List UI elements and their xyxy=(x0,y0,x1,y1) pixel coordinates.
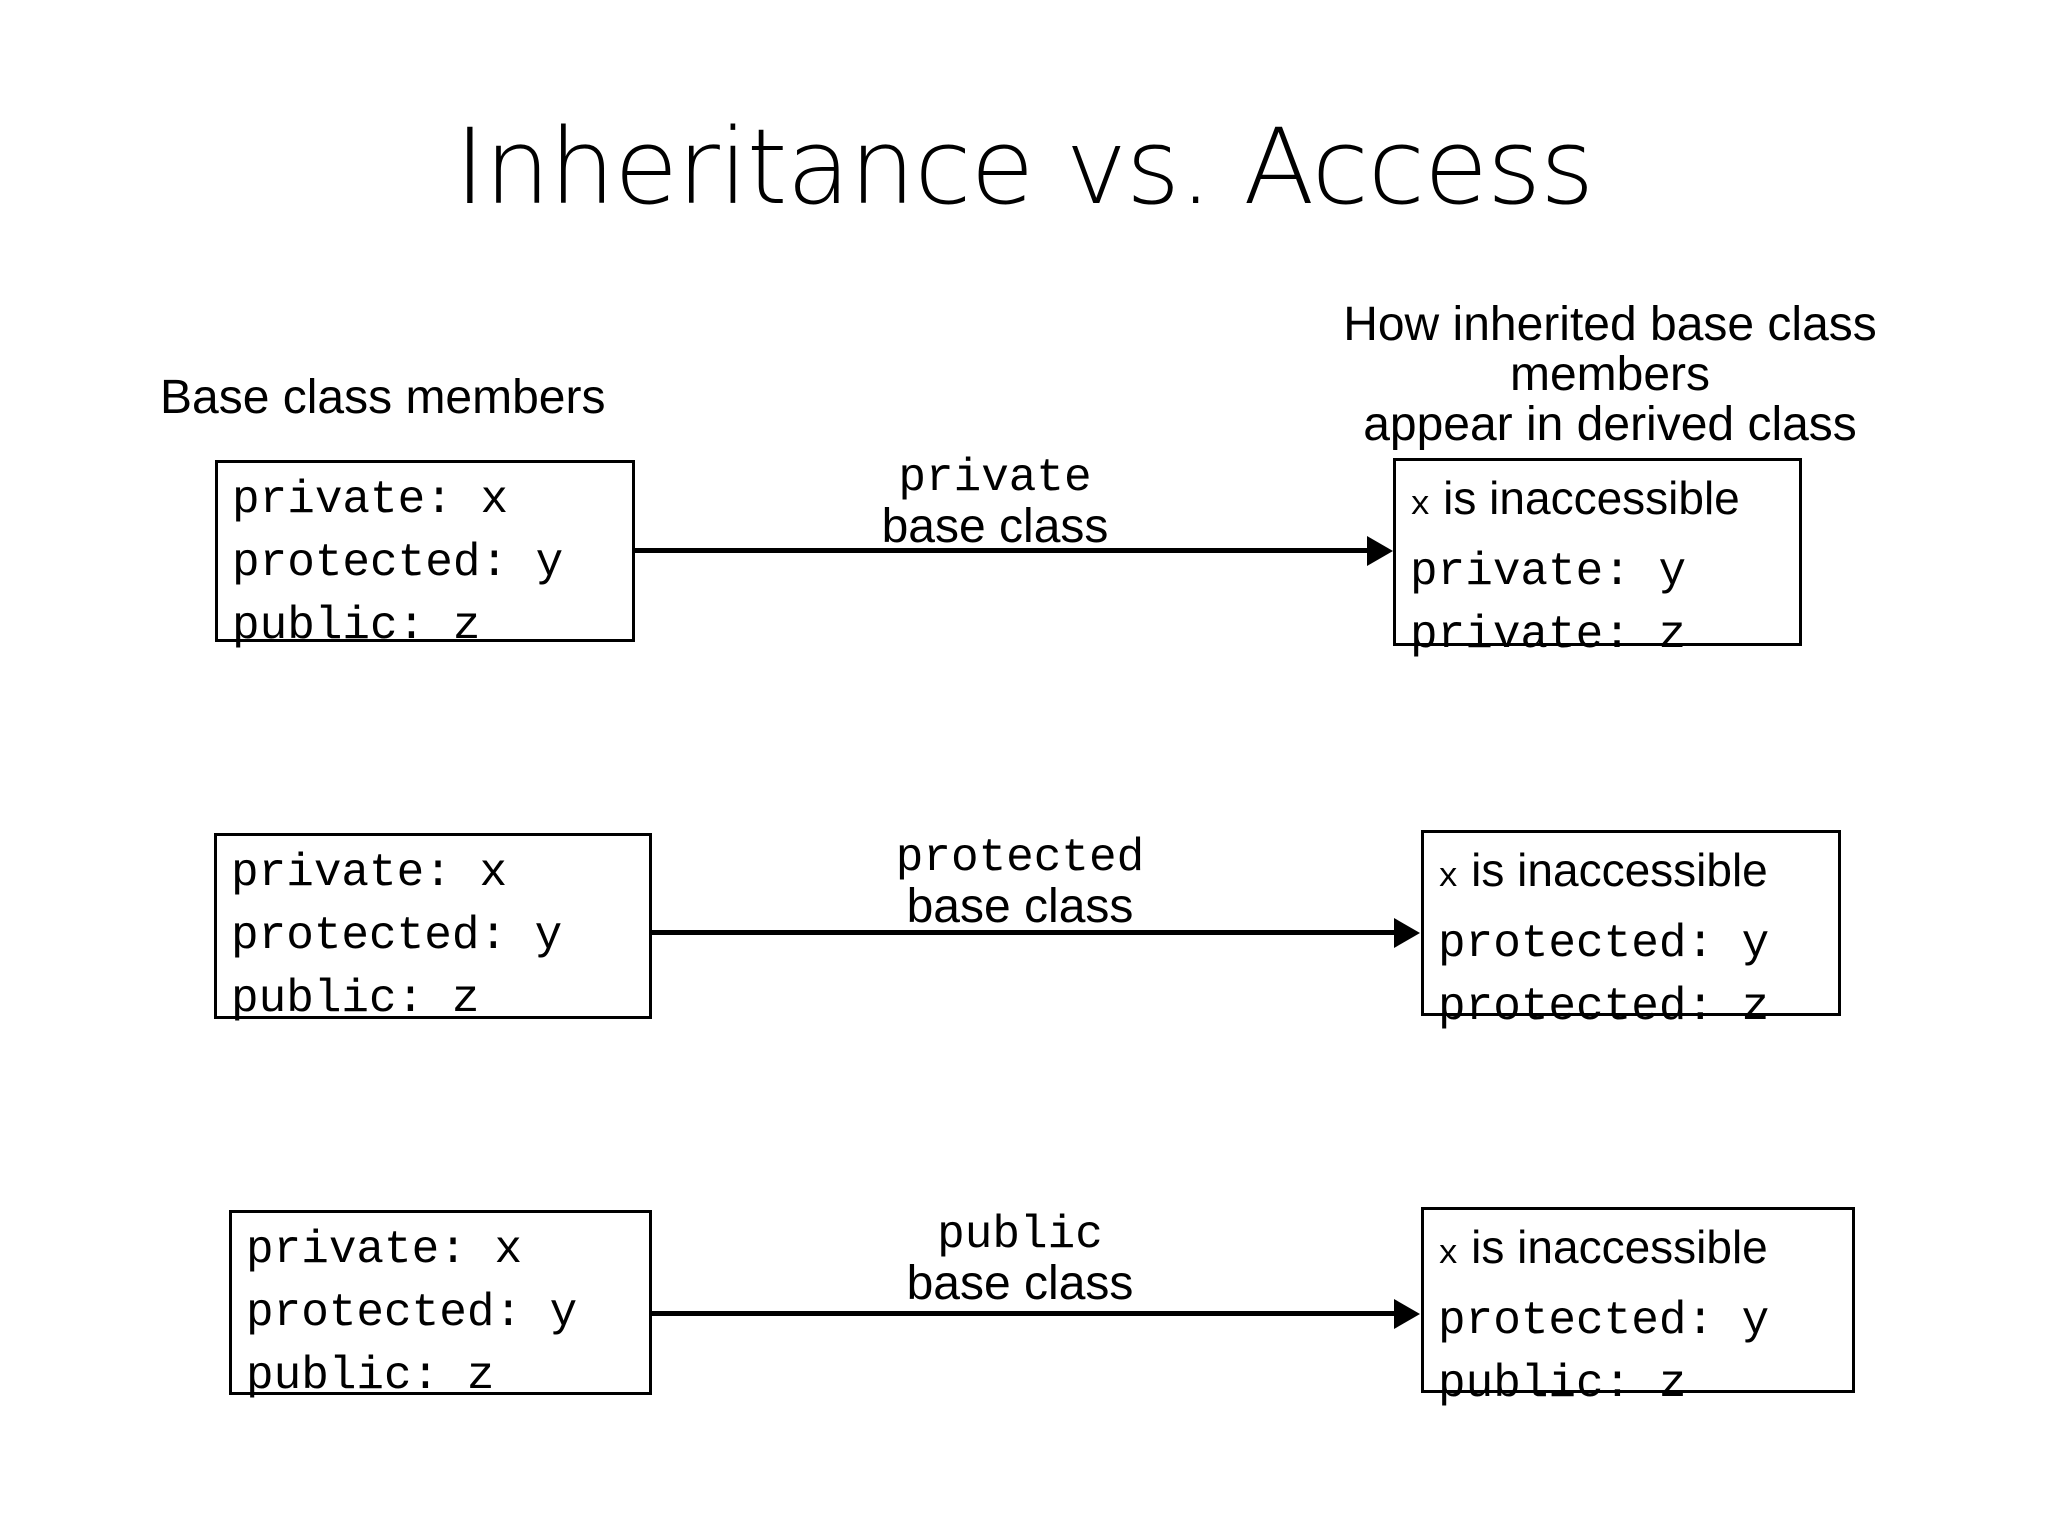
inheritance-arrow-head-2 xyxy=(1394,918,1420,948)
derived-class-box-3: x is inaccessible protected: y public: z xyxy=(1421,1207,1855,1410)
base-class-box-3: private: x protected: y public: z xyxy=(229,1210,652,1402)
inaccessible-text: is inaccessible xyxy=(1430,472,1740,524)
base-member-line: private: x xyxy=(232,474,509,526)
base-member-line: private: x xyxy=(246,1224,523,1276)
derived-member-line: protected: y xyxy=(1438,918,1770,970)
derived-class-members-header: How inherited base class members appear … xyxy=(1290,300,1930,450)
derived-header-line-3: appear in derived class xyxy=(1363,397,1857,451)
base-member-line: protected: y xyxy=(246,1287,578,1339)
inheritance-suffix: base class xyxy=(881,500,1109,553)
inheritance-label-1: private base class xyxy=(795,455,1195,551)
base-member-line: protected: y xyxy=(232,537,564,589)
base-member-line: private: x xyxy=(231,847,508,899)
member-identifier: x xyxy=(1438,1236,1459,1274)
derived-class-box-2: x is inaccessible protected: y protected… xyxy=(1421,830,1841,1033)
inheritance-arrow-line-3 xyxy=(652,1311,1394,1316)
derived-class-box-1: x is inaccessible private: y private: z xyxy=(1393,458,1802,661)
inaccessible-note: x is inaccessible xyxy=(1438,839,1838,913)
inaccessible-text: is inaccessible xyxy=(1458,1221,1768,1273)
inheritance-arrow-head-3 xyxy=(1394,1299,1420,1329)
member-identifier: x xyxy=(1410,487,1431,525)
derived-member-line: private: z xyxy=(1410,609,1687,661)
inheritance-keyword: private xyxy=(898,452,1092,504)
derived-header-line-2: members xyxy=(1509,347,1711,401)
inheritance-label-2: protected base class xyxy=(820,835,1220,931)
base-member-line: protected: y xyxy=(231,910,563,962)
inheritance-arrow-line-2 xyxy=(652,930,1394,935)
inheritance-suffix: base class xyxy=(906,1257,1134,1310)
base-class-box-2: private: x protected: y public: z xyxy=(214,833,652,1025)
inheritance-arrow-head-1 xyxy=(1367,536,1393,566)
inheritance-label-3: public base class xyxy=(820,1212,1220,1308)
base-member-line: public: z xyxy=(232,600,481,652)
derived-member-line: private: y xyxy=(1410,546,1687,598)
inaccessible-note: x is inaccessible xyxy=(1410,467,1799,541)
page-title: Inheritance vs. Access xyxy=(454,106,1595,228)
inheritance-keyword: public xyxy=(937,1209,1103,1261)
base-member-line: public: z xyxy=(246,1350,495,1402)
inheritance-keyword: protected xyxy=(895,832,1145,884)
derived-header-line-1: How inherited base class xyxy=(1343,298,1877,351)
derived-member-line: protected: y xyxy=(1438,1295,1770,1347)
base-class-members-header: Base class members xyxy=(160,371,606,424)
inaccessible-note: x is inaccessible xyxy=(1438,1216,1852,1290)
derived-member-line: protected: z xyxy=(1438,981,1770,1033)
inheritance-suffix: base class xyxy=(906,880,1134,933)
derived-member-line: public: z xyxy=(1438,1358,1687,1410)
base-member-line: public: z xyxy=(231,973,480,1025)
inaccessible-text: is inaccessible xyxy=(1458,844,1768,896)
base-class-box-1: private: x protected: y public: z xyxy=(215,460,635,652)
member-identifier: x xyxy=(1438,859,1459,897)
inheritance-arrow-line-1 xyxy=(635,548,1367,553)
